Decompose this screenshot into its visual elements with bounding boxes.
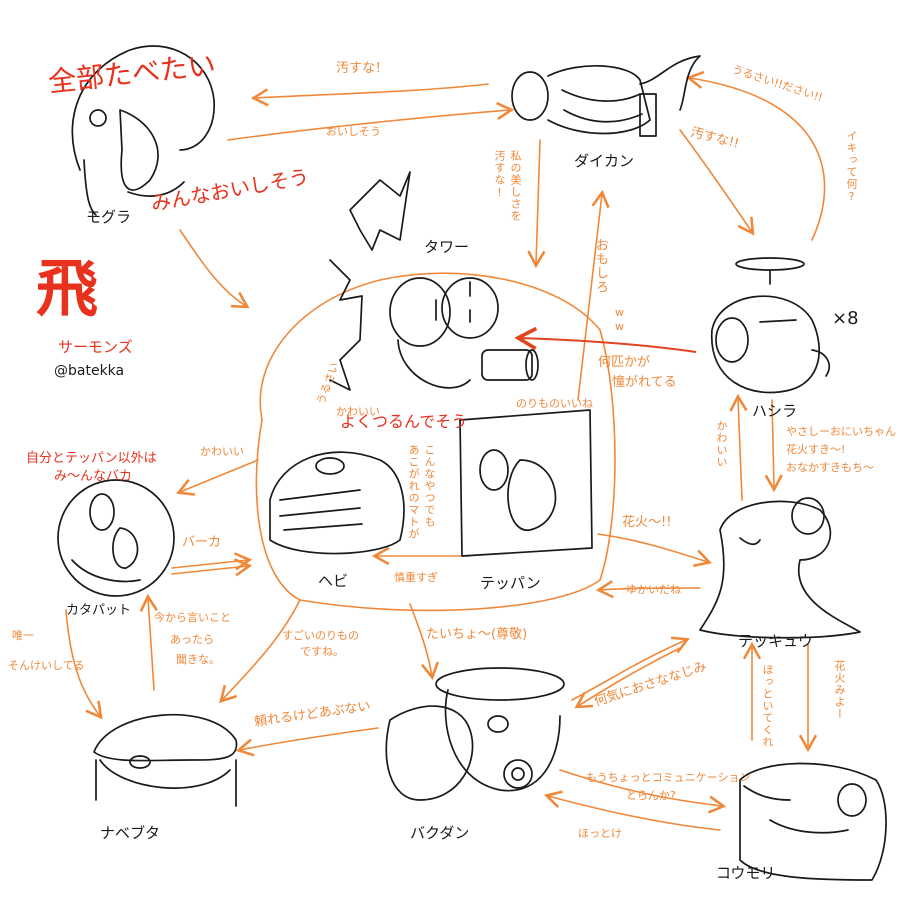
rel-hashira-to-tower-2: 憧がれてる xyxy=(612,375,677,390)
rel-hashira-desc-2: 花火すき～! xyxy=(786,443,846,456)
arrow-komori-to-bakudan xyxy=(543,790,721,831)
name-bakudan: バクダン xyxy=(410,824,470,842)
rel-communication-1: もうちょっとコミュニケーション xyxy=(586,771,751,784)
name-katapat: カタパット xyxy=(66,603,132,618)
rel-hashira-to-tower-1: 何匹かが xyxy=(598,355,651,370)
rel-up-to-daikan-2: ww xyxy=(613,306,626,334)
rel-nabebuta-to-katapat-1: 今から言いこと xyxy=(154,611,231,624)
arrow-daikan-to-hashira xyxy=(679,129,755,236)
rel-hottoke: ほっとけ xyxy=(578,827,622,840)
rel-hanabi-miyo: 花火みよー xyxy=(833,660,846,720)
arrow-daikan-to-mogura xyxy=(250,83,489,107)
tower-drawing xyxy=(329,171,539,391)
nabebuta-drawing xyxy=(93,713,238,807)
arrow-hashira-to-daikan xyxy=(685,70,826,241)
rel-hanabi: 花火～!! xyxy=(622,515,672,530)
arrow-tekkyu-to-hashira xyxy=(729,393,748,501)
rel-yukaidane: ゆかいだね xyxy=(626,583,681,596)
logo-mark: 飛 xyxy=(36,252,99,325)
rel-katapat-title-1: 自分とテッパン以外は xyxy=(26,451,157,466)
rel-center-note-2: あこがれのマトが xyxy=(407,444,420,540)
arrow-katapat-to-nabebuta xyxy=(65,609,103,720)
hashira-count: ×8 xyxy=(832,308,859,329)
rel-center-note-1: こんなやつでも xyxy=(423,444,436,528)
arrow-mogura-to-daikan xyxy=(227,101,515,141)
rel-hashira-desc-1: やさしーおにいちゃん xyxy=(786,425,896,438)
arrow-tower-to-daikan xyxy=(577,189,610,401)
rel-kawaii-tower: かわいい xyxy=(336,405,380,418)
arrow-hashira-to-tekkyu xyxy=(764,399,783,493)
name-tekkyu: テッキュウ xyxy=(738,632,814,650)
rel-hottoitekure: ほっといてくれ xyxy=(761,664,774,748)
komori-drawing xyxy=(739,762,887,881)
name-nabebuta: ナベブタ xyxy=(100,824,161,842)
arrow-center-to-tekkyu xyxy=(597,533,713,568)
center-group-outline xyxy=(255,272,616,612)
arrow-nabebuta-to-katapat xyxy=(139,593,158,691)
name-hashira: ハシラ xyxy=(752,402,798,420)
rel-kawaii-hashira: かわいい xyxy=(715,420,728,468)
rel-daikan-down-2: 汚すな! xyxy=(493,150,506,200)
rel-tower-note: よくつるんでそう xyxy=(340,412,468,431)
name-tower: タワー xyxy=(424,238,470,256)
handle-text: @batekka xyxy=(54,363,125,379)
name-komori: コウモリ xyxy=(716,864,776,882)
arrow-katapat-to-center-2 xyxy=(171,558,253,577)
rel-katapat-title-2: み～んなバカ xyxy=(54,469,133,484)
rel-norimono-1: のりものいいね xyxy=(516,397,593,410)
arrow-bakudan-to-komori xyxy=(559,769,727,814)
name-teppan: テッパン xyxy=(480,574,541,592)
rel-hashira-to-daikan-2: イキって何? xyxy=(845,130,858,204)
arrow-tekkyu-to-bakudan xyxy=(574,647,681,709)
hashira-drawing xyxy=(711,257,831,394)
hebi-drawing xyxy=(269,451,405,555)
rel-mogura-to-daikan: おいしそう xyxy=(326,125,381,138)
rel-nabebuta-to-katapat-3: 聞きな。 xyxy=(176,653,220,666)
rel-katapat-to-nabebuta-1: 唯一 xyxy=(12,629,34,642)
katapat-drawing xyxy=(57,479,175,597)
rel-hashira-desc-3: おなかすきもち～ xyxy=(786,461,874,474)
rel-sugoi-norimono-2: ですね。 xyxy=(300,645,344,658)
arrow-tekkyu-to-center xyxy=(595,580,701,599)
arrow-hashira-to-tower xyxy=(514,326,697,353)
author-text: サーモンズ xyxy=(58,338,133,356)
rel-katapat-to-nabebuta-2: そんけいしてる xyxy=(8,659,85,672)
arrow-center-to-katapat xyxy=(176,459,259,496)
bakudan-drawing xyxy=(385,667,565,801)
rel-daikan-down-1: 私の美しさを xyxy=(509,150,522,222)
name-daikan: ダイカン xyxy=(574,152,635,170)
arrow-daikan-to-tower xyxy=(527,139,546,269)
arrow-center-to-nabebuta xyxy=(219,599,301,704)
teppan-drawing xyxy=(459,409,593,557)
name-hebi: ヘビ xyxy=(318,572,349,590)
rel-taicho: たいちょ～(尊敬) xyxy=(426,627,528,642)
tekkyu-drawing xyxy=(699,497,861,639)
rel-shincho: 慎重すぎ xyxy=(394,571,438,584)
rel-sugoi-norimono-1: すごいのりもの xyxy=(282,629,359,642)
arrow-mogura-to-katapat xyxy=(179,229,250,309)
arrow-bakudan-to-nabebuta xyxy=(235,727,379,757)
rel-nabebuta-to-katapat-2: あったら xyxy=(170,633,214,646)
rel-baaka: バーカ xyxy=(182,535,222,550)
rel-daikan-to-mogura: 汚すな！ xyxy=(336,61,389,76)
rel-communication-2: とらんか? xyxy=(626,789,676,802)
rel-kawaii-katapat: かわいい xyxy=(200,445,244,458)
name-mogura: モグラ xyxy=(86,208,132,226)
mogura-drawing xyxy=(71,45,215,216)
rel-up-to-daikan-1: おもしろ xyxy=(593,238,608,294)
daikan-drawing xyxy=(511,55,701,137)
